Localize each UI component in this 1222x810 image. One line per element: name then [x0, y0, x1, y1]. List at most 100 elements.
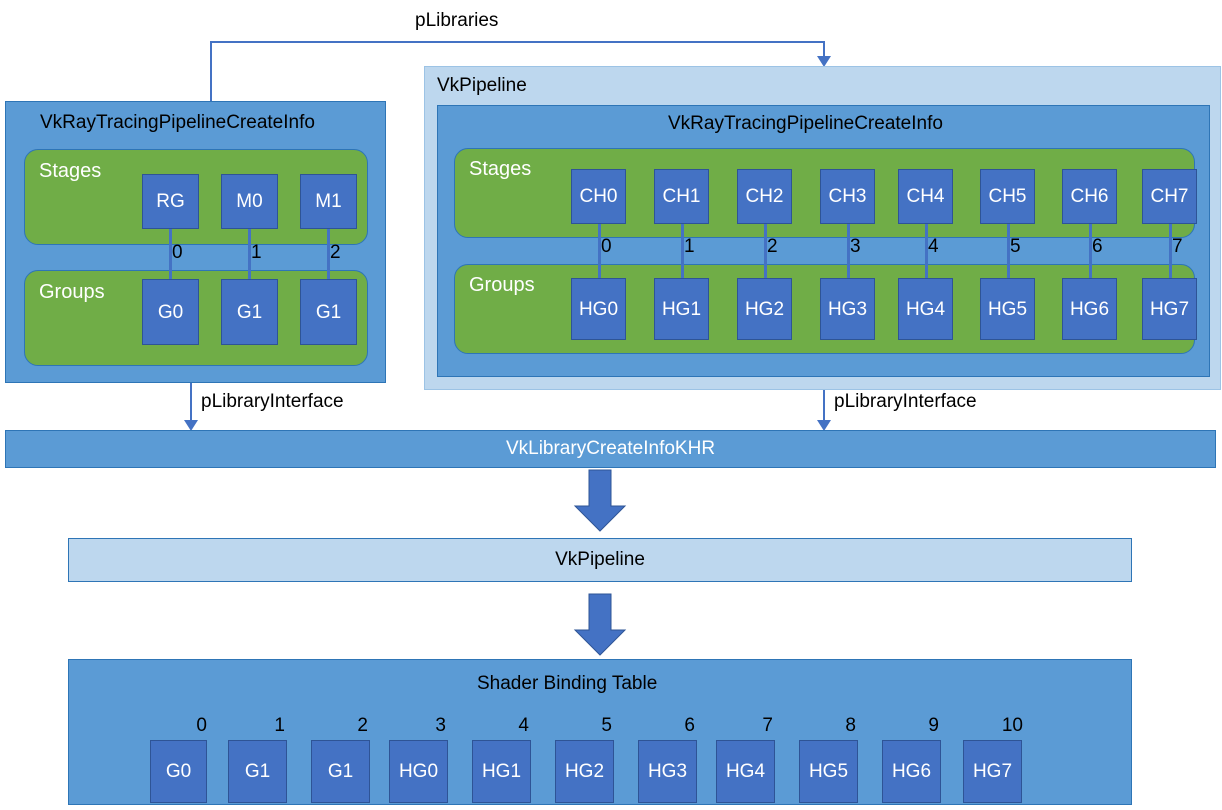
left-group-cell-label: G1	[315, 301, 342, 323]
right-index-label: 4	[928, 236, 939, 257]
sbt-entry-cell[interactable]: HG7	[963, 740, 1022, 803]
right-stage-cell[interactable]: CH3	[820, 169, 875, 224]
right-group-cell[interactable]: HG0	[571, 278, 626, 340]
left-index-label: 1	[251, 242, 262, 263]
right-group-cell[interactable]: HG7	[1142, 278, 1197, 340]
right-stage-cell[interactable]: CH7	[1142, 169, 1197, 224]
sbt-entry-label: G1	[327, 761, 354, 782]
left-group-cell-label: G1	[236, 301, 263, 323]
sbt-index-label: 1	[274, 715, 285, 736]
sbt-index-label: 4	[518, 715, 529, 736]
left-stage-cell-label: RG	[156, 191, 185, 212]
sbt-entry-cell[interactable]: G1	[228, 740, 287, 803]
right-index-label: 5	[1010, 236, 1021, 257]
plibraryinterface-left-label: pLibraryInterface	[201, 391, 344, 412]
left-stage-cell[interactable]: M0	[221, 174, 278, 229]
right-group-cell-label: HG5	[987, 298, 1028, 320]
right-connector-2	[764, 221, 767, 299]
right-stage-cell-label: CH3	[828, 186, 867, 207]
right-connector-1	[681, 221, 684, 299]
sbt-entry-label: HG0	[398, 761, 439, 782]
right-group-cell-label: HG7	[1149, 298, 1190, 320]
plibraries-line-vertical-right	[823, 41, 825, 57]
sbt-index-label: 3	[435, 715, 446, 736]
right-index-label: 1	[684, 236, 695, 257]
left-stage-cell-label: M1	[315, 191, 342, 212]
right-stage-cell[interactable]: CH0	[571, 169, 626, 224]
right-group-cell-label: HG2	[744, 298, 785, 320]
right-group-cell-label: HG4	[905, 298, 946, 320]
right-connector-3	[847, 221, 850, 299]
right-stage-cell-label: CH5	[988, 186, 1027, 207]
right-stage-cell-label: CH7	[1150, 186, 1189, 207]
left-create-info-panel: VkRayTracingPipelineCreateInfo Stages Gr…	[5, 101, 386, 383]
right-group-cell[interactable]: HG6	[1062, 278, 1117, 340]
right-stages-label: Stages	[469, 158, 532, 180]
left-stage-cell-label: M0	[236, 191, 263, 212]
vkpipeline-outer-panel: VkPipeline VkRayTracingPipelineCreateInf…	[424, 66, 1221, 390]
plibraries-arrowhead	[817, 56, 831, 67]
right-group-cell-label: HG6	[1069, 298, 1110, 320]
sbt-entry-cell[interactable]: HG5	[799, 740, 858, 803]
sbt-entry-cell[interactable]: HG1	[472, 740, 531, 803]
left-connector-2	[327, 228, 330, 306]
sbt-entry-cell[interactable]: HG2	[555, 740, 614, 803]
left-create-info-title: VkRayTracingPipelineCreateInfo	[40, 112, 315, 133]
right-group-cell[interactable]: HG1	[654, 278, 709, 340]
right-groups-label: Groups	[469, 274, 535, 296]
plibraries-line-vertical-left	[210, 41, 212, 110]
right-stage-cell[interactable]: CH1	[654, 169, 709, 224]
vklibrarycreateinfokhr-bar[interactable]: VkLibraryCreateInfoKHR	[5, 430, 1216, 468]
vkpipeline-label: VkPipeline	[437, 75, 527, 96]
right-connector-7	[1169, 221, 1172, 299]
left-group-cell[interactable]: G1	[300, 279, 357, 345]
right-stage-cell[interactable]: CH4	[898, 169, 953, 224]
right-group-cell[interactable]: HG4	[898, 278, 953, 340]
right-group-cell[interactable]: HG2	[737, 278, 792, 340]
right-connector-5	[1007, 221, 1010, 299]
sbt-index-label: 7	[762, 715, 773, 736]
right-stage-cell-label: CH1	[662, 186, 701, 207]
shader-binding-table-panel: Shader Binding Table 0 G0 1 G1 2 G1 3 HG…	[68, 659, 1132, 805]
plibraryinterface-right-label: pLibraryInterface	[834, 391, 977, 412]
sbt-index-label: 5	[601, 715, 612, 736]
sbt-entry-cell[interactable]: HG3	[638, 740, 697, 803]
sbt-entry-label: HG7	[972, 761, 1013, 782]
shader-binding-table-title: Shader Binding Table	[477, 673, 658, 694]
left-index-label: 0	[172, 242, 183, 263]
vkpipeline-result-label: VkPipeline	[555, 549, 645, 570]
right-create-info-title: VkRayTracingPipelineCreateInfo	[668, 113, 943, 134]
sbt-entry-cell[interactable]: G0	[150, 740, 207, 803]
sbt-entry-cell[interactable]: G1	[311, 740, 370, 803]
sbt-entry-cell[interactable]: HG0	[389, 740, 448, 803]
right-create-info-panel: VkRayTracingPipelineCreateInfo Stages Gr…	[437, 105, 1210, 377]
sbt-entry-label: HG1	[481, 761, 522, 782]
left-connector-0	[169, 228, 172, 306]
left-group-cell[interactable]: G0	[142, 279, 199, 345]
left-stage-cell[interactable]: RG	[142, 174, 199, 229]
right-stage-cell[interactable]: CH6	[1062, 169, 1117, 224]
left-group-cell[interactable]: G1	[221, 279, 278, 345]
left-stage-cell[interactable]: M1	[300, 174, 357, 229]
sbt-entry-cell[interactable]: HG4	[716, 740, 775, 803]
vklibrarycreateinfokhr-label: VkLibraryCreateInfoKHR	[505, 438, 716, 459]
right-group-cell-label: HG0	[578, 298, 619, 320]
left-index-label: 2	[330, 242, 341, 263]
plibraryinterface-left-line	[190, 383, 192, 421]
right-group-cell[interactable]: HG5	[980, 278, 1035, 340]
sbt-entry-label: HG4	[725, 761, 766, 782]
right-stage-cell[interactable]: CH5	[980, 169, 1035, 224]
right-index-label: 2	[767, 236, 778, 257]
right-stage-cell-label: CH6	[1070, 186, 1109, 207]
sbt-entry-label: HG2	[564, 761, 605, 782]
sbt-entry-cell[interactable]: HG6	[882, 740, 941, 803]
sbt-index-label: 10	[1001, 715, 1023, 736]
left-connector-1	[248, 228, 251, 306]
right-index-label: 0	[601, 236, 612, 257]
vkpipeline-result-bar[interactable]: VkPipeline	[68, 538, 1132, 582]
plibraries-edge-label: pLibraries	[415, 10, 499, 31]
sbt-index-label: 9	[928, 715, 939, 736]
right-group-cell[interactable]: HG3	[820, 278, 875, 340]
right-stage-cell[interactable]: CH2	[737, 169, 792, 224]
